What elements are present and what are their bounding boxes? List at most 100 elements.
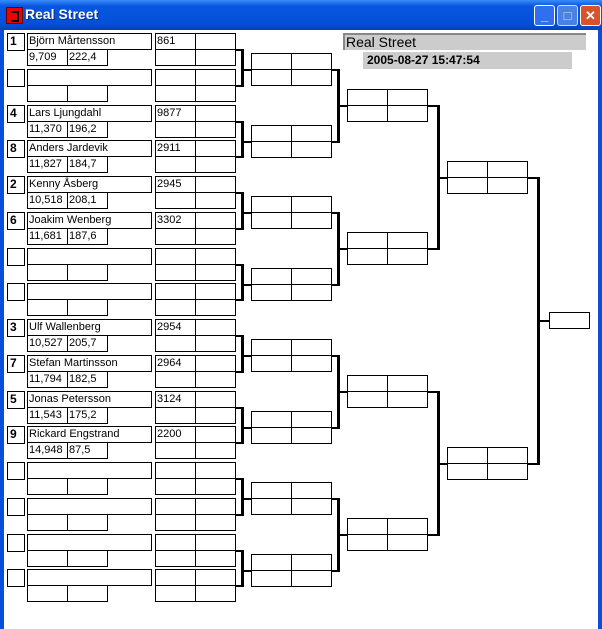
score-cell-2 [155,442,196,459]
score-cell-extra [195,283,236,300]
score-cell-extra [195,105,236,122]
score-cell-2 [155,264,196,281]
score-cell-2 [155,335,196,352]
score-cell-2 [155,299,196,316]
round2-cell [291,69,332,86]
bracket-connector [241,550,244,587]
round3-cell [347,105,388,122]
bracket-connector [331,69,337,71]
player-stat-points [67,514,108,531]
round2-cell [291,411,332,428]
semifinal-cell [487,161,528,178]
score-cell [155,283,196,300]
window-title: Real Street [25,6,99,22]
seed-box: 8 [7,140,25,158]
score-cell: 3124 [155,391,196,408]
semifinal-cell [447,177,488,194]
tournament-datetime: 2005-08-27 15:47:54 [363,52,572,69]
player-name [27,69,152,86]
player-name: Kenny Åsberg [27,176,152,193]
score-cell-2-extra [195,49,236,66]
score-cell [155,69,196,86]
round2-cell [251,69,292,86]
bracket-connector [235,228,241,230]
score-cell-2-extra [195,299,236,316]
semifinal-cell [447,463,488,480]
player-stat-average: 9,709 [27,49,68,66]
score-cell-extra [195,391,236,408]
score-cell-extra [195,355,236,372]
bracket-connector [527,463,537,465]
score-cell-extra [195,33,236,50]
maximize-button[interactable]: □ [557,5,578,26]
semifinal-cell [487,463,528,480]
seed-box: 7 [7,355,25,373]
bracket-connector [331,284,337,286]
score-cell [155,462,196,479]
score-cell-2-extra [195,192,236,209]
round3-cell [347,248,388,265]
round2-cell [251,125,292,142]
score-cell-2-extra [195,550,236,567]
bracket-connector [427,105,437,107]
round2-cell [291,355,332,372]
bracket-connector [337,248,347,250]
player-name: Stefan Martinsson [27,355,152,372]
round3-cell [387,105,428,122]
score-cell-2 [155,550,196,567]
bracket-connector [235,550,241,552]
bracket-connector [437,463,447,465]
semifinal-cell [487,177,528,194]
minimize-button[interactable]: _ [534,5,555,26]
round3-cell [347,375,388,392]
bracket-connector [241,407,244,444]
score-cell-2-extra [195,407,236,424]
bracket-connector [235,514,241,516]
player-stat-points [67,478,108,495]
score-cell: 2200 [155,426,196,443]
round2-cell [291,554,332,571]
round3-cell [387,89,428,106]
round3-cell [387,232,428,249]
score-cell-extra [195,140,236,157]
score-cell-2-extra [195,371,236,388]
seed-box: 9 [7,426,25,444]
score-cell-extra [195,498,236,515]
score-cell-2-extra [195,156,236,173]
player-stat-average [27,85,68,102]
player-stat-average: 14,948 [27,442,68,459]
close-button[interactable]: ✕ [580,5,601,26]
player-stat-points: 205,7 [67,335,108,352]
round3-cell [387,518,428,535]
bracket-connector [235,121,241,123]
title-bar[interactable]: Real Street _ □ ✕ [0,0,602,30]
seed-box [7,283,25,301]
bracket-connector [241,498,251,500]
player-stat-average [27,299,68,316]
score-cell-2 [155,478,196,495]
bracket-connector [235,264,241,266]
score-cell: 861 [155,33,196,50]
seed-box [7,498,25,516]
bracket-connector [331,427,337,429]
seed-box [7,569,25,587]
bracket-connector [337,534,347,536]
bracket-connector [241,192,244,230]
score-cell-2-extra [195,478,236,495]
round2-cell [251,411,292,428]
score-cell-2 [155,228,196,245]
bracket-connector [537,320,549,322]
player-name: Rickard Engstrand [27,426,152,443]
round2-cell [251,141,292,158]
player-stat-points: 222,4 [67,49,108,66]
player-name [27,248,152,265]
round2-cell [291,498,332,515]
seed-box: 1 [7,33,25,51]
score-cell-extra [195,248,236,265]
round2-cell [291,125,332,142]
score-cell-2 [155,156,196,173]
player-stat-points: 184,7 [67,156,108,173]
bracket-connector [241,49,244,87]
round2-cell [251,427,292,444]
